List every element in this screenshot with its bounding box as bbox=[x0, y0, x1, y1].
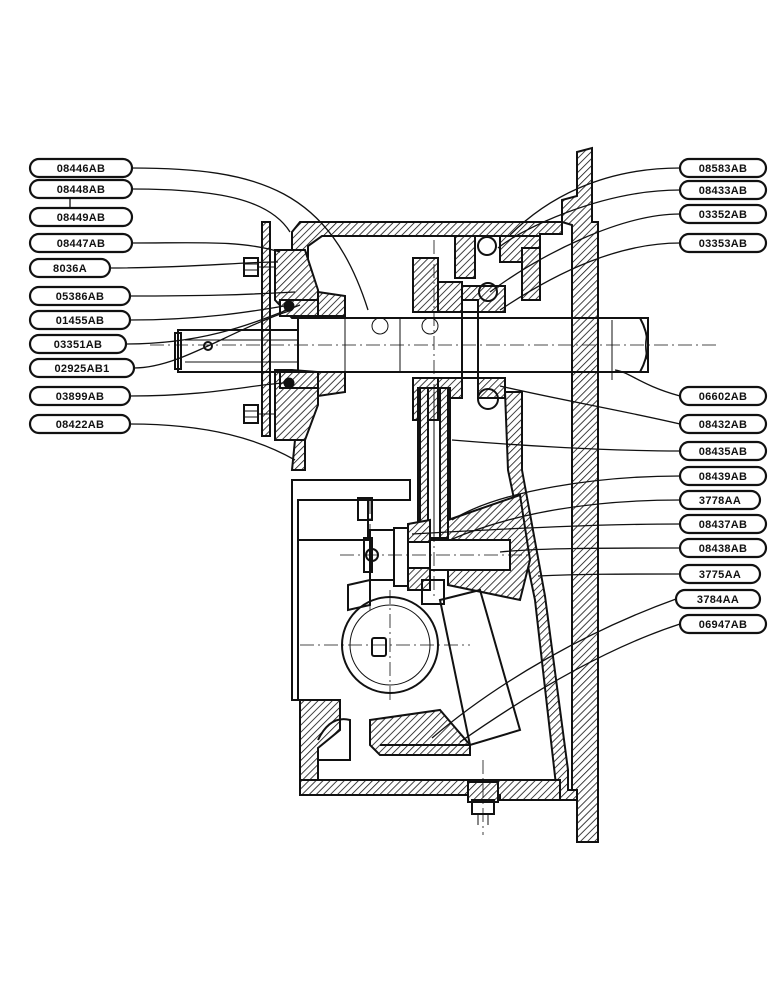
part-label-text: 8036A bbox=[53, 263, 87, 275]
part-label-08583ab: 08583AB bbox=[678, 157, 768, 179]
part-label-08432ab: 08432AB bbox=[678, 413, 768, 435]
part-label-text: 08435AB bbox=[699, 446, 748, 458]
part-label-08447ab: 08447AB bbox=[28, 232, 134, 254]
part-label-text: 08432AB bbox=[699, 419, 748, 431]
part-label-text: 08449AB bbox=[57, 212, 106, 224]
drive-chain bbox=[417, 240, 451, 600]
input-shaft bbox=[150, 311, 720, 379]
part-label-text: 03352AB bbox=[699, 209, 748, 221]
part-label-text: 01455AB bbox=[56, 315, 105, 327]
part-label-06947ab: 06947AB bbox=[678, 613, 768, 635]
lower-gear-assembly bbox=[300, 578, 522, 756]
part-label-text: 06947AB bbox=[699, 619, 748, 631]
part-label-text: 08438AB bbox=[699, 543, 748, 555]
part-label-03352ab: 03352AB bbox=[678, 203, 768, 225]
part-label-05386ab: 05386AB bbox=[28, 285, 132, 307]
part-label-08422ab: 08422AB bbox=[28, 413, 132, 435]
part-label-08449ab: 08449AB bbox=[28, 206, 134, 228]
part-label-01455ab: 01455AB bbox=[28, 309, 132, 331]
part-label-03353ab: 03353AB bbox=[678, 232, 768, 254]
part-label-08438ab: 08438AB bbox=[678, 537, 768, 559]
right-part-labels: 08583AB 08433AB 03352AB 03353AB 06602AB … bbox=[674, 157, 768, 635]
part-label-text: 03899AB bbox=[56, 391, 105, 403]
part-label-text: 03351AB bbox=[54, 339, 103, 351]
part-label-08448ab: 08448AB bbox=[28, 178, 134, 200]
part-label-text: 08439AB bbox=[699, 471, 748, 483]
part-label-text: 06602AB bbox=[699, 391, 748, 403]
part-label-03899ab: 03899AB bbox=[28, 385, 132, 407]
part-label-text: 02925AB1 bbox=[55, 363, 110, 375]
lower-housing bbox=[291, 479, 561, 835]
part-label-text: 3778AA bbox=[699, 495, 741, 507]
part-label-text: 08447AB bbox=[57, 238, 106, 250]
part-label-06602ab: 06602AB bbox=[678, 385, 768, 407]
part-label-text: 03353AB bbox=[699, 238, 748, 250]
cap-bolts bbox=[243, 257, 275, 424]
part-label-08433ab: 08433AB bbox=[678, 179, 768, 201]
part-label-text: 08422AB bbox=[56, 419, 105, 431]
part-label-08435ab: 08435AB bbox=[678, 440, 768, 462]
part-label-text: 08433AB bbox=[699, 185, 748, 197]
input-shaft-bearings bbox=[279, 290, 346, 398]
part-label-08439ab: 08439AB bbox=[678, 465, 768, 487]
leader-lines bbox=[69, 167, 681, 743]
part-label-text: 3775AA bbox=[699, 569, 741, 581]
part-label-text: 08583AB bbox=[699, 163, 748, 175]
part-label-text: 3784AA bbox=[697, 594, 739, 606]
part-label-3775aa: 3775AA bbox=[678, 563, 762, 585]
part-label-03351ab: 03351AB bbox=[28, 333, 128, 355]
part-label-08437ab: 08437AB bbox=[678, 513, 768, 535]
part-label-text: 08448AB bbox=[57, 184, 106, 196]
part-label-8036a: 8036A bbox=[28, 257, 112, 279]
mounting-flange bbox=[561, 146, 613, 843]
part-label-3784aa: 3784AA bbox=[674, 588, 762, 610]
input-bearing-cap bbox=[261, 221, 319, 471]
part-label-text: 08446AB bbox=[57, 163, 106, 175]
part-label-02925ab1: 02925AB1 bbox=[28, 357, 136, 379]
part-label-text: 05386AB bbox=[56, 291, 105, 303]
left-part-labels: 08446AB 08448AB 08449AB 08447AB 8036A 05… bbox=[28, 157, 136, 435]
housing-right-wall bbox=[503, 247, 578, 801]
part-label-text: 08437AB bbox=[699, 519, 748, 531]
part-label-3778aa: 3778AA bbox=[678, 489, 762, 511]
part-label-08446ab: 08446AB bbox=[28, 157, 134, 179]
